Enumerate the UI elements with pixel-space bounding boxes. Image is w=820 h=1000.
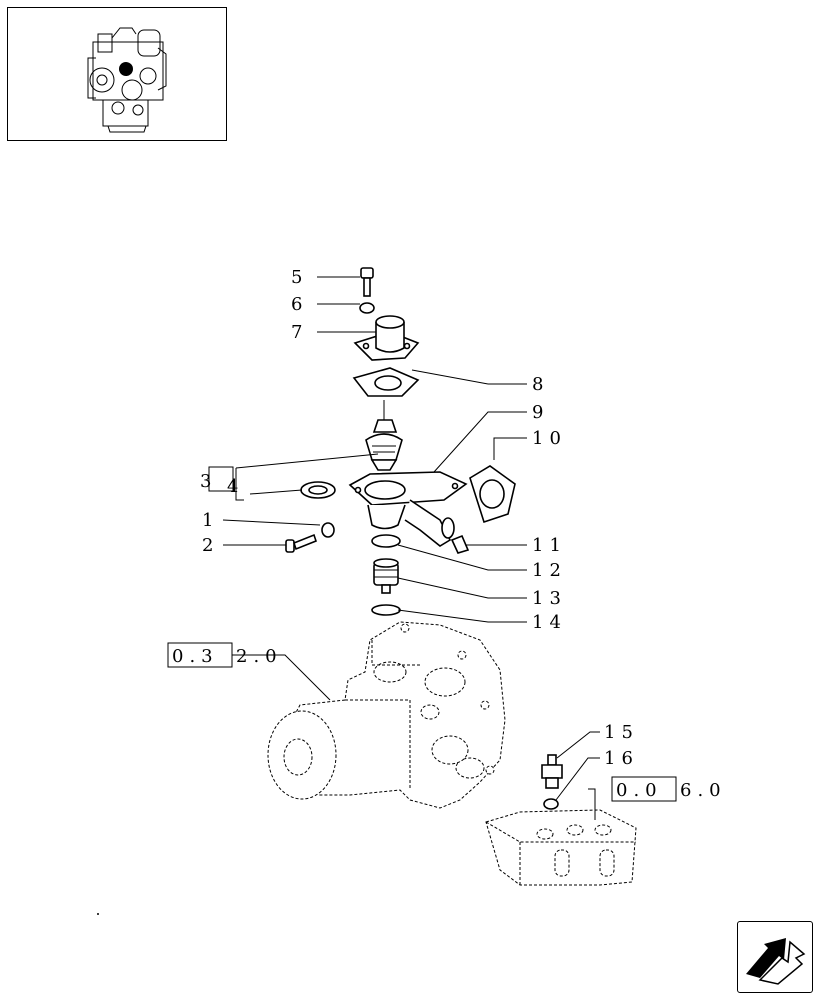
callout-11: 11: [532, 535, 567, 556]
part-16-washer: [543, 798, 559, 810]
engine-thumbnail-icon: [87, 27, 167, 133]
thermostat: [365, 400, 403, 471]
callout-15: 15: [604, 722, 639, 743]
callout-3: 3: [200, 471, 217, 492]
callout-13: 13: [532, 588, 567, 609]
callout-8: 8: [532, 374, 549, 395]
reference-boxed-part: 0.0: [616, 780, 663, 801]
callout-14: 14: [532, 612, 567, 633]
callout-12: 12: [532, 560, 567, 581]
part-1-washer: [321, 522, 335, 538]
part-4-seal: [300, 481, 336, 499]
leader-lines: [222, 276, 600, 820]
part-6-washer: [359, 302, 375, 314]
callout-5: 5: [291, 267, 308, 288]
callout-7: 7: [291, 322, 308, 343]
part-11-plug: [450, 534, 470, 554]
stray-dot: [97, 913, 99, 915]
part-9-thermostat-housing: [348, 471, 468, 547]
engine-housing-reference: [267, 621, 506, 809]
reference-boxed-part: 0.3: [172, 646, 219, 667]
callout-16: 16: [604, 748, 639, 769]
arrow-next-icon: [746, 938, 806, 985]
callout-9: 9: [532, 402, 549, 423]
part-15-temperature-sender: [541, 754, 563, 789]
part-2-bolt: [285, 533, 317, 553]
part-7-outlet-elbow: [353, 315, 420, 361]
callout-10: 10: [532, 428, 567, 449]
engine-thumbnail: [7, 7, 227, 141]
part-5-bolt: [360, 267, 374, 297]
part-12-o-ring: [371, 534, 401, 548]
reference-0-06-0[interactable]: 0.0 6.0: [611, 776, 727, 802]
callout-4: 4: [227, 476, 244, 497]
part-14-o-ring: [371, 604, 401, 616]
callout-6: 6: [291, 294, 308, 315]
part-8-gasket: [352, 367, 420, 397]
callout-2: 2: [202, 535, 219, 556]
reference-0-32-0[interactable]: 0.3 2.0: [167, 642, 283, 668]
next-page-button[interactable]: [737, 921, 813, 993]
reference-rest-part: 6.0: [680, 780, 727, 801]
reference-rest-part: 2.0: [236, 646, 283, 667]
part-13-bypass-valve: [373, 558, 399, 594]
callout-labels: 5 6 7 8 9 10 3 4 1 2 11 12 13 14 15 16: [200, 267, 639, 769]
cylinder-head-reference: [485, 809, 637, 886]
callout-box-3: [208, 466, 234, 492]
callout-1: 1: [202, 510, 219, 531]
part-10-gasket: [469, 465, 516, 524]
